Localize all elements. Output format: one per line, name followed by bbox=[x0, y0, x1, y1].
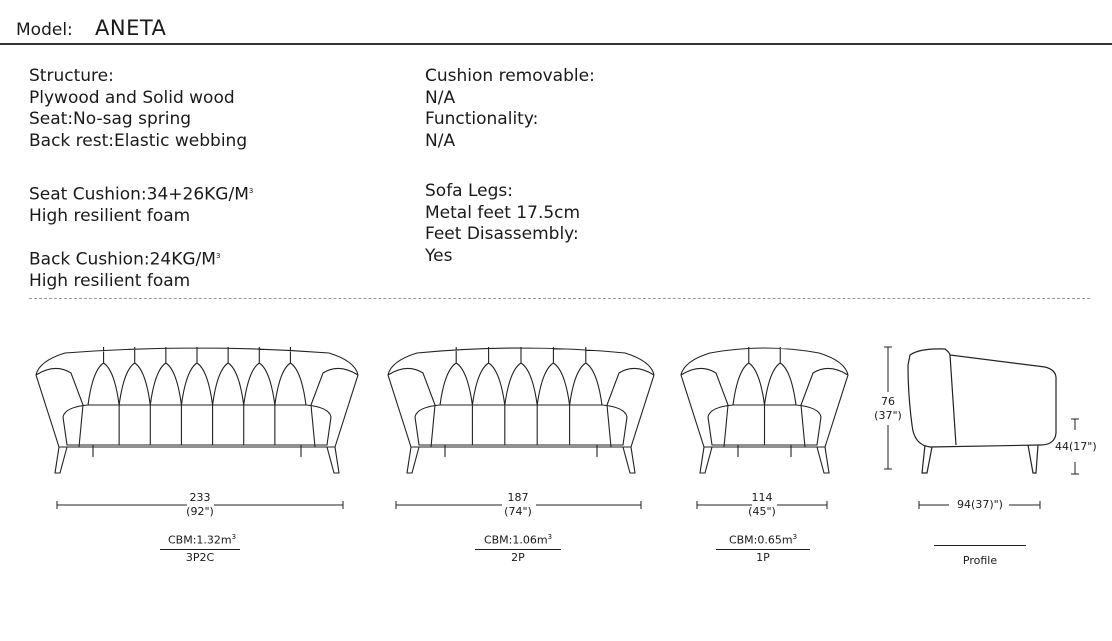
dimension-line-2p bbox=[395, 501, 642, 509]
width-1p: 114(45") bbox=[748, 491, 776, 518]
spec-line: High resilient foam bbox=[29, 206, 191, 227]
profile-drawing bbox=[907, 348, 1057, 474]
model-name: ANETA bbox=[95, 16, 167, 40]
spec-line: Plywood and Solid wood bbox=[29, 87, 235, 108]
dimension-line-3p2c bbox=[56, 501, 344, 509]
sofa-3-seater-drawing bbox=[35, 347, 359, 474]
profile-divider bbox=[934, 545, 1026, 546]
spec-line: Back rest:Elastic webbing bbox=[29, 130, 248, 151]
structure-spec: Structure: Plywood and Solid wood Seat:N… bbox=[29, 66, 247, 152]
depth-dimension-line bbox=[918, 501, 1041, 509]
spec-line: Structure: bbox=[29, 66, 114, 86]
cushion-functionality-spec: Cushion removable: N/A Functionality: N/… bbox=[425, 66, 595, 152]
profile-label: Profile bbox=[962, 554, 998, 567]
spec-line: Back Cushion:24KG/M3 bbox=[29, 249, 221, 270]
armchair-drawing bbox=[680, 347, 849, 474]
spec-line: Seat Cushion:34+26KG/M3 bbox=[29, 184, 254, 205]
spec-line: Feet Disassembly: bbox=[425, 224, 579, 244]
sofa-outline bbox=[35, 347, 359, 474]
dimension-line-1p bbox=[696, 501, 828, 509]
sofa-outline bbox=[680, 347, 849, 474]
profile-depth: 94(37)") bbox=[957, 498, 1003, 511]
spec-line: High resilient foam bbox=[29, 271, 191, 292]
sofa-outline bbox=[387, 347, 655, 474]
spec-line: N/A bbox=[425, 87, 456, 108]
spec-line: Metal feet 17.5cm bbox=[425, 202, 581, 223]
legs-spec: Sofa Legs: Metal feet 17.5cm Feet Disass… bbox=[425, 181, 580, 267]
header-divider bbox=[0, 43, 1112, 45]
profile-height: 76(37") bbox=[874, 395, 902, 422]
height-dimension-line bbox=[884, 346, 892, 470]
spec-line: Seat:No-sag spring bbox=[29, 109, 192, 129]
sofa-2-seater-drawing bbox=[387, 347, 655, 474]
width-2p: 187(74") bbox=[504, 491, 532, 518]
seat-height-dimension-line bbox=[1071, 418, 1079, 475]
spec-line: Functionality: bbox=[425, 109, 539, 129]
section-divider bbox=[29, 298, 1090, 299]
spec-line: Yes bbox=[425, 245, 453, 266]
back-cushion-spec: Back Cushion:24KG/M3 High resilient foam bbox=[29, 246, 220, 293]
spec-line: Sofa Legs: bbox=[425, 181, 514, 201]
spec-line: Cushion removable: bbox=[425, 66, 595, 86]
seat-cushion-spec: Seat Cushion:34+26KG/M3 High resilient f… bbox=[29, 181, 253, 228]
width-3p2c: 233(92") bbox=[186, 491, 214, 518]
profile-seat-height: 44(17") bbox=[1055, 440, 1097, 453]
spec-line: N/A bbox=[425, 130, 456, 151]
model-label: Model: bbox=[16, 20, 73, 40]
